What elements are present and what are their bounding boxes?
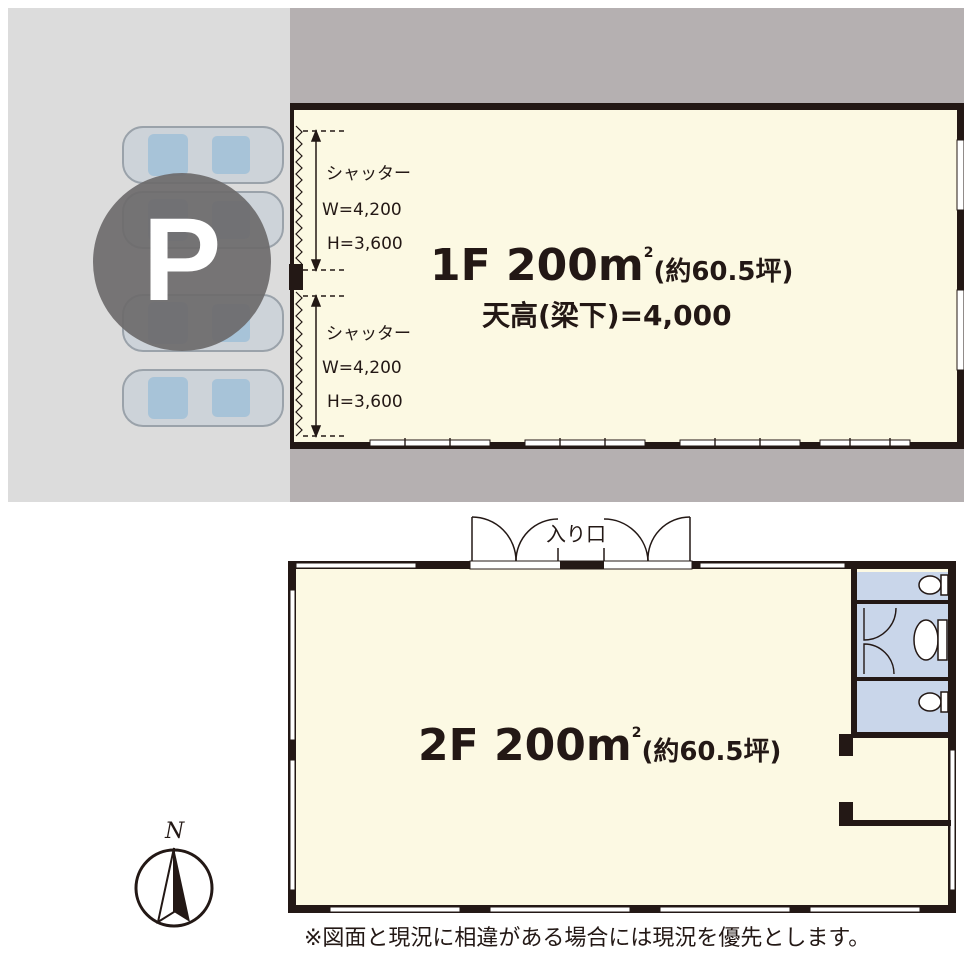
floor1-area-label: 1F 200m2(約60.5坪) xyxy=(430,244,793,288)
north-arrow-icon xyxy=(134,847,214,928)
door-swing-icon xyxy=(471,516,691,562)
parking-sign-icon: P xyxy=(93,173,271,351)
shutter-zigzag xyxy=(295,125,303,437)
shutter2-width: W=4,200 xyxy=(322,358,402,378)
entrance-label: 入り口 xyxy=(546,522,606,546)
floor1-area-tsubo: (約60.5坪) xyxy=(653,257,794,287)
parking-sign-letter: P xyxy=(143,194,222,326)
floor2-plan xyxy=(288,516,956,913)
shutter2-title: シャッター xyxy=(326,324,411,344)
floor2-area-sup: 2 xyxy=(631,725,642,741)
floor2-area-main: 2F 200m xyxy=(418,720,632,771)
floor2-area-tsubo: (約60.5坪) xyxy=(641,737,782,767)
shutter1-height: H=3,600 xyxy=(327,234,403,254)
north-label: N xyxy=(165,819,185,844)
toilet-icon xyxy=(913,574,949,713)
floor1-ceiling-height: 天高(梁下)=4,000 xyxy=(482,299,732,332)
car-icon xyxy=(122,369,284,427)
dimension-arrows xyxy=(310,128,322,439)
floor2-area-label: 2F 200m2(約60.5坪) xyxy=(418,724,781,768)
floor1-area-main: 1F 200m xyxy=(430,240,644,291)
shutter1-title: シャッター xyxy=(326,164,411,184)
floor1-plan xyxy=(289,103,964,449)
disclaimer-note: ※図面と現況に相違がある場合には現況を優先とします。 xyxy=(304,926,871,951)
car-icon xyxy=(122,126,284,184)
shutter2-height: H=3,600 xyxy=(327,392,403,412)
shutter1-width: W=4,200 xyxy=(322,200,402,220)
floor1-area-sup: 2 xyxy=(643,245,654,261)
